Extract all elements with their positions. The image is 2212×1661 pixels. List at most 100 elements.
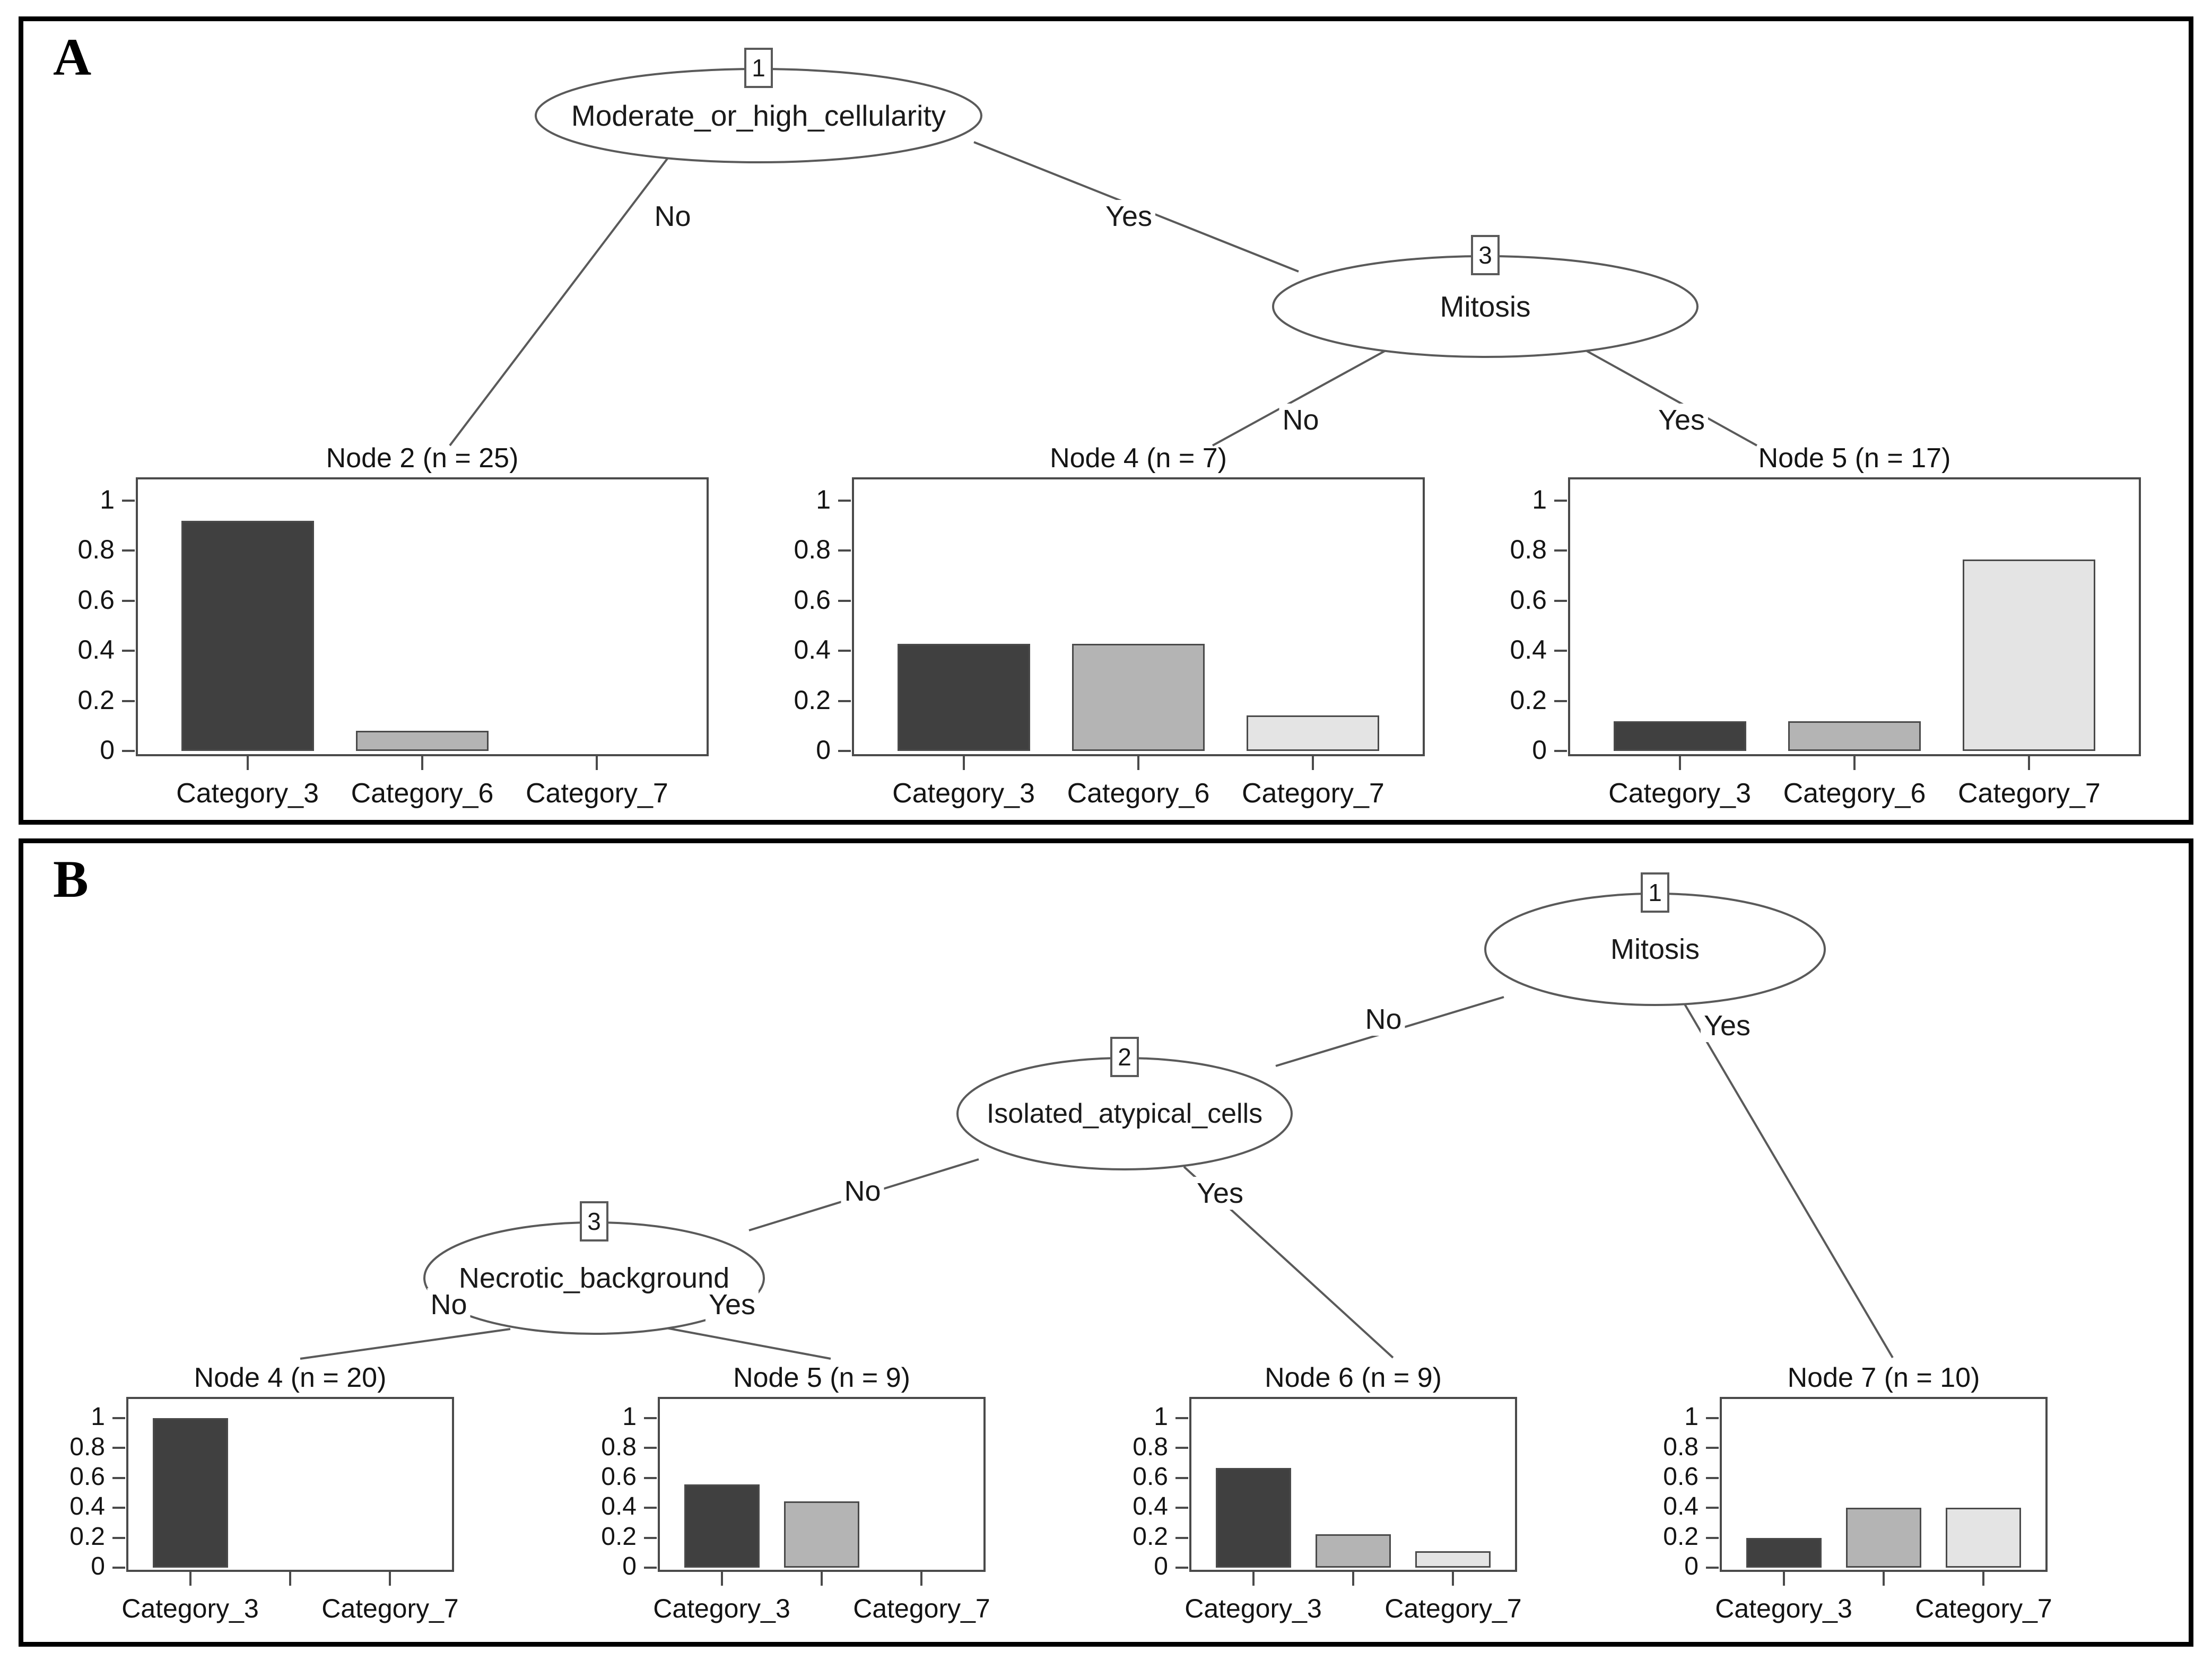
x-axis-tick <box>1252 1572 1255 1586</box>
bar-slot-2 <box>1946 1508 2022 1568</box>
y-axis-tick-label: 0.2 <box>601 1522 637 1551</box>
x-axis-tick <box>1137 756 1139 770</box>
edge-label-yes: Yes <box>1193 1177 1247 1210</box>
y-axis-tick <box>1175 1417 1188 1419</box>
edge-3-to-node4 <box>300 1328 511 1360</box>
y-axis-tick <box>1554 549 1567 552</box>
y-axis-tick <box>644 1476 657 1479</box>
y-axis-tick <box>1554 500 1567 502</box>
y-axis-tick <box>1175 1567 1188 1569</box>
y-axis-tick-label: 0 <box>91 1552 105 1581</box>
edge-label-no: No <box>1279 404 1322 436</box>
x-category-label: Category_6 <box>1067 778 1210 809</box>
y-axis-tick <box>1706 1476 1719 1479</box>
y-axis-tick <box>644 1536 657 1539</box>
y-axis-tick <box>122 500 135 502</box>
y-axis-tick <box>112 1536 125 1539</box>
edge-label-no: No <box>1362 1003 1405 1036</box>
edge-label-no: No <box>841 1175 884 1208</box>
y-axis-tick-label: 0.4 <box>601 1492 637 1521</box>
bar-slot-1 <box>1846 1508 1921 1568</box>
y-axis-tick-label: 0.6 <box>601 1463 637 1491</box>
y-axis-tick <box>1706 1567 1719 1569</box>
y-axis-tick-label: 0.2 <box>69 1522 105 1551</box>
y-axis-tick <box>112 1476 125 1479</box>
y-axis-tick-label: 0.6 <box>794 584 831 615</box>
y-axis-tick <box>122 549 135 552</box>
x-category-label: Category_7 <box>853 1594 990 1623</box>
y-axis-tick-label: 0 <box>1532 735 1547 765</box>
split-node-number-box: 3 <box>1471 235 1500 275</box>
y-axis-tick <box>1175 1476 1188 1479</box>
chart-title: Node 5 (n = 17) <box>1758 443 1951 474</box>
x-axis-tick <box>596 756 598 770</box>
bar-slot-1 <box>1316 1534 1391 1568</box>
y-axis-tick <box>838 500 851 502</box>
y-axis-tick-label: 1 <box>1532 485 1547 514</box>
x-axis-tick <box>821 1572 823 1586</box>
y-axis-tick-label: 0.6 <box>69 1463 105 1491</box>
x-category-label: Category_7 <box>1915 1594 2052 1623</box>
x-category-label: Category_7 <box>321 1594 459 1623</box>
y-axis-tick-label: 0.4 <box>1663 1492 1699 1521</box>
y-axis-tick <box>1706 1507 1719 1509</box>
x-axis-tick <box>920 1572 923 1586</box>
split-node-variable-label: Mitosis <box>1440 290 1531 324</box>
x-category-label: Category_3 <box>121 1594 259 1623</box>
y-axis-tick <box>838 650 851 652</box>
split-node-variable-label: Necrotic_background <box>458 1262 730 1294</box>
split-node-variable-label: Isolated_atypical_cells <box>986 1098 1263 1129</box>
bar-slot-0 <box>1215 1467 1291 1568</box>
y-axis-tick <box>112 1417 125 1419</box>
y-axis-tick-label: 1 <box>816 485 831 514</box>
edge-label-yes: Yes <box>705 1288 759 1321</box>
bar-slot-0 <box>181 520 314 751</box>
chart-title: Node 4 (n = 20) <box>194 1362 387 1393</box>
x-category-label: Category_3 <box>1185 1594 1322 1623</box>
y-axis-tick <box>1554 750 1567 752</box>
y-axis-tick <box>112 1447 125 1449</box>
edge-label-no: No <box>651 200 694 233</box>
y-axis-tick <box>1175 1507 1188 1509</box>
x-axis-tick <box>1883 1572 1885 1586</box>
panel-letter: B <box>53 850 89 908</box>
y-axis-tick-label: 0.8 <box>601 1432 637 1461</box>
y-axis-tick-label: 0 <box>100 735 115 765</box>
y-axis-tick-label: 1 <box>622 1403 637 1431</box>
x-axis-tick <box>1782 1572 1785 1586</box>
y-axis-tick-label: 0.6 <box>1133 1463 1168 1491</box>
y-axis-tick-label: 0 <box>1154 1552 1168 1581</box>
chart-title: Node 7 (n = 10) <box>1787 1362 1980 1393</box>
x-axis-tick <box>389 1572 391 1586</box>
x-category-label: Category_7 <box>525 778 668 809</box>
bar-slot-0 <box>152 1418 228 1568</box>
split-node-variable-label: Moderate_or_high_cellularity <box>571 99 946 133</box>
y-axis-tick-label: 0.4 <box>794 635 831 665</box>
x-category-label: Category_7 <box>1384 1594 1522 1623</box>
y-axis-tick <box>1706 1447 1719 1449</box>
edge-label-yes: Yes <box>1654 404 1709 436</box>
y-axis-tick-label: 0 <box>816 735 831 765</box>
split-node-number-box: 3 <box>580 1201 608 1242</box>
chart-title: Node 6 (n = 9) <box>1265 1362 1442 1393</box>
split-node-number-box: 2 <box>1110 1037 1139 1077</box>
x-category-label: Category_7 <box>1241 778 1384 809</box>
edge-1-to-node2 <box>449 155 670 447</box>
chart-title: Node 4 (n = 7) <box>1050 443 1227 474</box>
bar-slot-1 <box>356 731 489 751</box>
y-axis-tick-label: 0.4 <box>77 635 115 665</box>
y-axis-tick <box>838 599 851 602</box>
chart-title: Node 5 (n = 9) <box>733 1362 910 1393</box>
x-category-label: Category_7 <box>1957 778 2101 809</box>
x-axis-tick <box>962 756 965 770</box>
y-axis-tick <box>1175 1447 1188 1449</box>
y-axis-tick <box>838 549 851 552</box>
y-axis-tick-label: 0 <box>622 1552 637 1581</box>
bar-slot-1 <box>1072 643 1205 751</box>
x-axis-tick <box>289 1572 291 1586</box>
y-axis-tick <box>1706 1536 1719 1539</box>
y-axis-tick-label: 0.4 <box>1510 635 1547 665</box>
bar-slot-2 <box>1415 1551 1491 1568</box>
